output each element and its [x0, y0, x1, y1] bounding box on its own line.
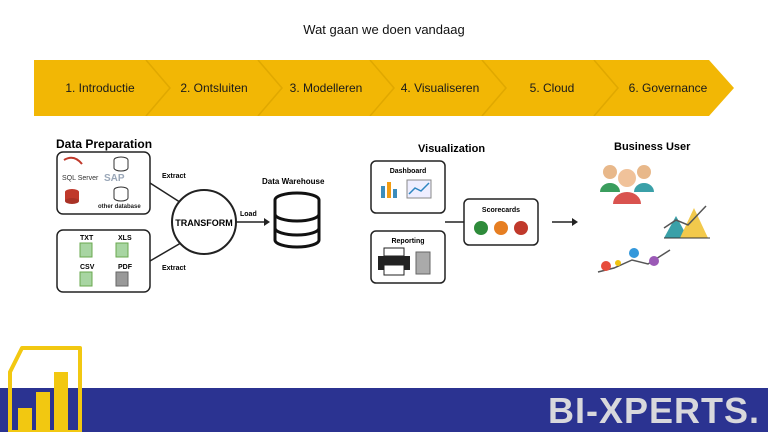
trend-chart-icon — [663, 205, 710, 239]
oracle-database-icon — [65, 189, 79, 204]
other-database-label: other database — [98, 204, 141, 210]
xls-label: XLS — [118, 235, 132, 242]
dashboard-chart-icon — [381, 179, 432, 199]
data-warehouse-icon — [273, 191, 321, 249]
dashboard-label: Dashboard — [390, 168, 427, 175]
chevron-divider-3 — [369, 60, 395, 116]
scorecard-orange-icon — [494, 221, 508, 235]
chevron-divider-5 — [593, 60, 619, 116]
sap-label: SAP — [104, 173, 125, 184]
agenda-chevron-bar: 1. Introductie 2. Ontsluiten 3. Modeller… — [34, 60, 734, 116]
xls-file-icon: XLS — [115, 235, 132, 258]
pdf-file-icon: PDF — [115, 264, 133, 287]
csv-label: CSV — [80, 264, 95, 271]
users-icon — [600, 165, 654, 204]
agenda-step-2: 2. Ontsluiten — [180, 81, 248, 95]
data-warehouse-label: Data Warehouse — [262, 177, 325, 186]
scorecard-red-icon — [514, 221, 528, 235]
bi-flow-diagram: Data Preparation SQL Server SAP other da… — [56, 137, 710, 293]
agenda-step-3: 3. Modelleren — [289, 81, 363, 95]
transform-label: TRANSFORM — [175, 218, 233, 228]
chevron-divider-1 — [145, 60, 171, 116]
sql-server-icon: SQL Server — [62, 156, 99, 182]
txt-label: TXT — [80, 235, 94, 242]
business-user-heading: Business User — [614, 141, 691, 153]
business-user-arrow-head — [572, 218, 578, 226]
bi-xperts-logo: BI-XPERTS. — [547, 390, 760, 431]
roadmap-icon — [597, 248, 671, 273]
footer-bar — [0, 388, 768, 432]
sap-icon: SAP — [104, 173, 125, 184]
pdf-label: PDF — [118, 264, 133, 271]
chevron-divider-2 — [257, 60, 283, 116]
chevron-bg — [34, 60, 734, 116]
extract-top-label: Extract — [162, 173, 186, 180]
file-sources-box — [56, 229, 151, 293]
database-small-icon-1 — [113, 156, 129, 172]
reporting-label: Reporting — [391, 238, 424, 245]
sql-server-label: SQL Server — [62, 175, 99, 182]
agenda-step-5: 5. Cloud — [529, 81, 575, 95]
load-arrow-head — [264, 218, 270, 226]
printer-icon — [378, 247, 431, 276]
visualization-heading: Visualization — [418, 143, 485, 155]
extract-bottom-label: Extract — [162, 265, 186, 272]
chevron-divider-4 — [481, 60, 507, 116]
agenda-step-6: 6. Governance — [628, 81, 708, 95]
load-label: Load — [240, 211, 257, 218]
agenda-step-4: 4. Visualiseren — [400, 81, 480, 95]
csv-file-icon: CSV — [79, 264, 95, 287]
data-preparation-heading: Data Preparation — [56, 137, 152, 151]
slide-title: Wat gaan we doen vandaag — [303, 22, 465, 37]
agenda-step-1: 1. Introductie — [65, 81, 135, 95]
txt-file-icon: TXT — [79, 235, 94, 258]
database-small-icon-2 — [113, 186, 129, 202]
scorecard-green-icon — [474, 221, 488, 235]
chevron-shapes — [34, 60, 734, 116]
scorecards-label: Scorecards — [482, 207, 520, 214]
power-bi-logo-icon — [8, 346, 82, 432]
